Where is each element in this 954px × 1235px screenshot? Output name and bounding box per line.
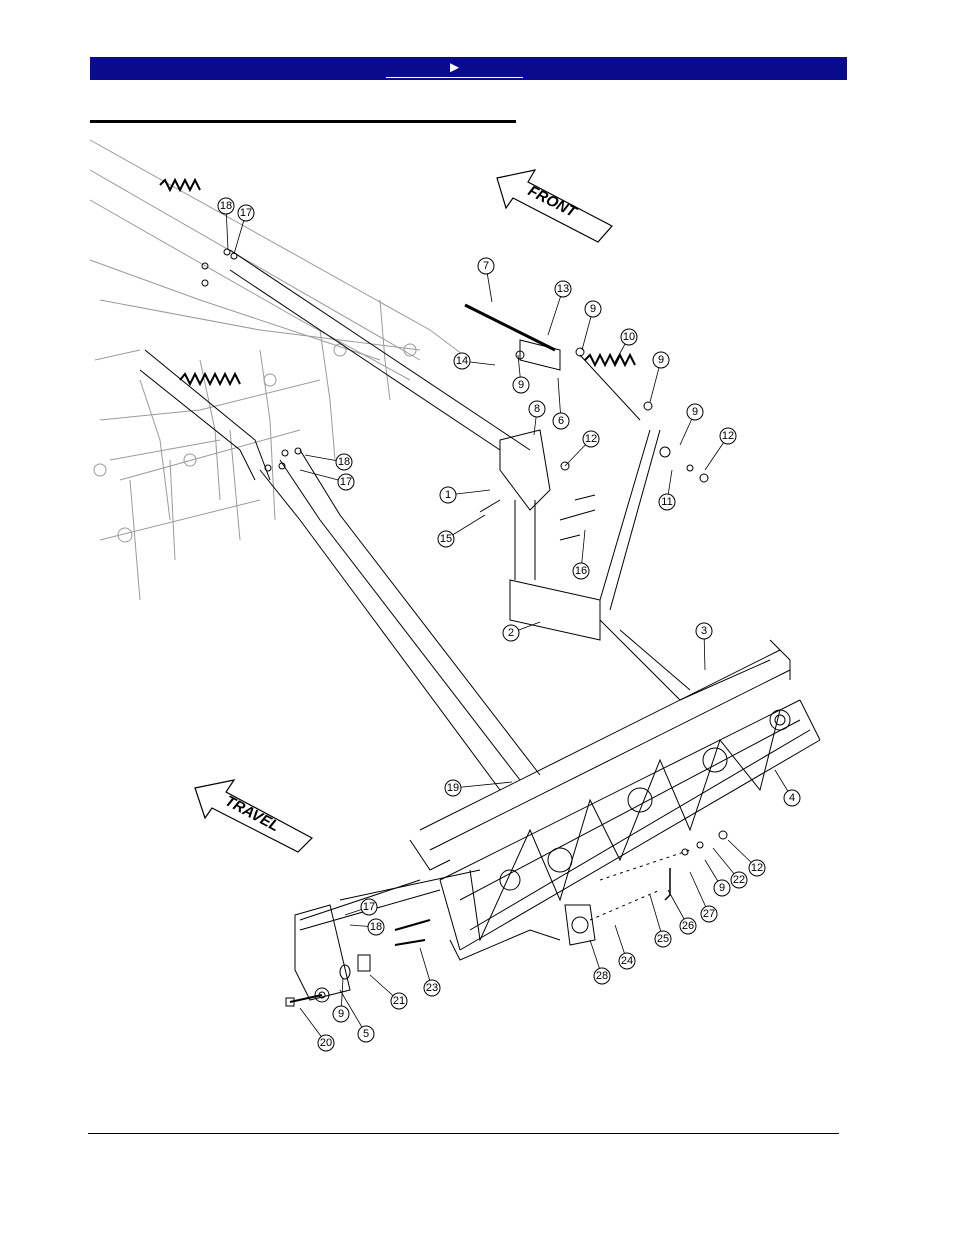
callout-number: 14 (456, 355, 468, 367)
play-arrow-icon: ► (447, 59, 462, 76)
callout-number: 7 (483, 260, 489, 272)
callout-number: 18 (338, 456, 350, 468)
callout-15: 15 (437, 514, 486, 548)
callout-1: 1 (439, 486, 491, 504)
nav-next-link[interactable]: ► (386, 57, 523, 78)
callout-number: 18 (220, 200, 232, 212)
callout-11: 11 (658, 469, 676, 511)
callout-26: 26 (667, 889, 697, 935)
callout-number: 22 (733, 874, 745, 886)
callout-20: 20 (299, 1007, 335, 1052)
callout-number: 9 (338, 1008, 344, 1020)
callout-12: 12 (704, 427, 737, 471)
callout-22: 22 (712, 847, 748, 889)
callout-9: 9 (332, 977, 350, 1023)
callout-18: 18 (349, 918, 385, 936)
callout-number: 19 (447, 782, 459, 794)
callout-number: 17 (240, 207, 252, 219)
callout-18: 18 (217, 197, 235, 251)
callout-number: 6 (558, 415, 564, 427)
footer-rule (88, 1133, 839, 1134)
header-banner: ► (90, 57, 847, 80)
callout-17: 17 (299, 469, 355, 491)
callout-14: 14 (453, 352, 496, 370)
callout-number: 9 (518, 379, 524, 391)
callout-24: 24 (614, 924, 636, 970)
callout-number: 2 (508, 627, 514, 639)
callout-18: 18 (304, 453, 353, 471)
callout-5: 5 (339, 989, 375, 1043)
callout-number: 9 (658, 354, 664, 366)
callout-number: 27 (703, 908, 715, 920)
callout-number: 28 (596, 970, 608, 982)
callout-number: 16 (575, 565, 587, 577)
callout-number: 17 (340, 476, 352, 488)
callout-number: 26 (682, 920, 694, 932)
callout-number: 24 (621, 955, 633, 967)
callout-number: 4 (789, 792, 795, 804)
callout-23: 23 (419, 947, 441, 997)
callout-number: 9 (692, 406, 698, 418)
callout-8: 8 (528, 400, 546, 436)
callout-number: 20 (320, 1037, 332, 1049)
callout-12: 12 (727, 839, 766, 877)
callout-number: 12 (722, 430, 734, 442)
callout-21: 21 (369, 974, 408, 1010)
callout-number: 9 (590, 303, 596, 315)
callout-3: 3 (695, 622, 713, 671)
callout-4: 4 (774, 769, 801, 807)
travel-direction-arrow: TRAVEL (194, 779, 313, 853)
callout-17: 17 (344, 898, 378, 916)
front-direction-arrow: FRONT (496, 169, 613, 243)
callout-number: 21 (393, 995, 405, 1007)
callout-number: 11 (661, 496, 672, 508)
callout-6: 6 (552, 377, 570, 430)
callout-number: 18 (370, 921, 382, 933)
callout-27: 27 (689, 871, 718, 923)
diagram-linework (89, 139, 821, 1007)
callout-2: 2 (502, 621, 541, 642)
callout-9: 9 (649, 351, 670, 403)
callout-number: 9 (719, 882, 725, 894)
callout-9: 9 (704, 859, 731, 897)
callout-number: 1 (445, 489, 451, 501)
callout-19: 19 (444, 779, 513, 797)
callout-12: 12 (564, 430, 600, 467)
callout-7: 7 (477, 257, 495, 303)
section-title-rule (90, 120, 516, 123)
callout-number: 17 (363, 901, 375, 913)
callout-number: 5 (363, 1028, 369, 1040)
callout-17: 17 (233, 204, 255, 255)
callout-10: 10 (614, 328, 638, 363)
callout-number: 12 (751, 862, 763, 874)
callout-13: 13 (547, 280, 572, 336)
callout-number: 15 (440, 533, 452, 545)
callout-number: 12 (585, 433, 597, 445)
callout-25: 25 (649, 894, 672, 948)
callout-28: 28 (589, 939, 611, 985)
callout-16: 16 (572, 529, 590, 580)
callout-number: 23 (426, 982, 438, 994)
callout-number: 10 (623, 331, 635, 343)
callout-9: 9 (581, 300, 602, 351)
callout-number: 3 (701, 625, 707, 637)
callout-number: 25 (657, 933, 669, 945)
callout-number: 13 (557, 283, 569, 295)
callout-9: 9 (512, 354, 530, 394)
callout-number: 8 (534, 403, 540, 415)
callout-9: 9 (679, 403, 704, 446)
